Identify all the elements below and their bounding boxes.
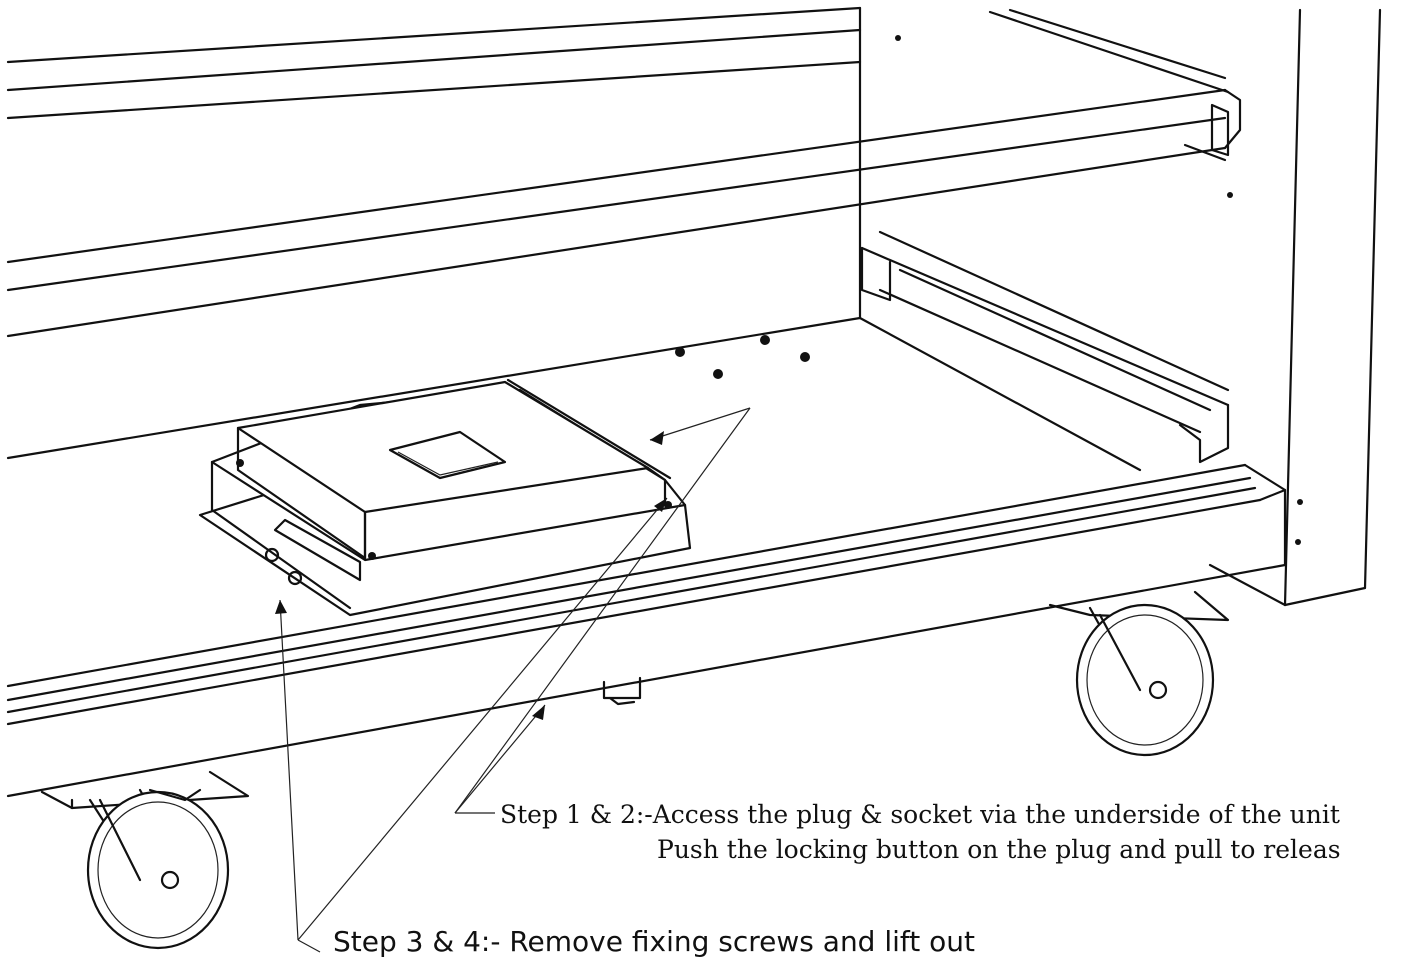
cabinet-floor <box>6 316 1142 480</box>
control-box <box>198 380 692 617</box>
plug-connector <box>602 676 642 706</box>
lower-side-rail <box>860 230 1230 464</box>
upper-shelf-rail <box>6 6 1242 338</box>
left-castor-wheel <box>40 770 250 950</box>
right-castor-wheel <box>1048 590 1230 757</box>
step-1-2-label-line-2: Push the locking button on the plug and … <box>657 835 1341 864</box>
side-panel <box>858 6 1382 607</box>
front-rail <box>6 463 1303 798</box>
leader-lines <box>275 407 751 953</box>
step-3-4-label: Step 3 & 4:- Remove fixing screws and li… <box>333 925 976 958</box>
step-1-2-label-line-1: Step 1 & 2:-Access the plug & socket via… <box>500 800 1340 829</box>
